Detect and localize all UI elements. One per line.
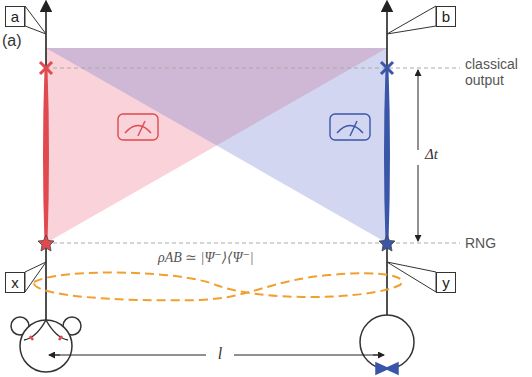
light-cone-b [46,48,387,243]
measurement-right [386,68,389,243]
state-label: ρAB ≃ |Ψ⁻⟩⟨Ψ⁻| [158,250,254,266]
delta-t-label: Δt [425,146,438,163]
worldline-right [386,6,388,335]
rng-star [38,235,54,251]
light-cone-a [46,48,387,243]
rng-star [379,235,395,251]
entanglement-loop [34,273,402,301]
observer-alice [11,317,81,372]
observer-bob [360,315,414,374]
io-box: b [436,6,456,27]
io-box: a [5,6,25,27]
rng-label: RNG [465,235,496,251]
meter-icon [330,114,370,140]
classical-output-label: classical output [465,56,527,88]
io-box: y [436,272,456,293]
box-letter: b [442,9,450,24]
output-cross [381,62,393,74]
box-letter: y [442,275,450,290]
io-box: x [5,272,25,293]
box-letter: a [11,9,19,24]
distance-label: l [218,345,222,363]
meter-icon [118,114,158,140]
io-wedge [25,6,436,292]
measurement-left [45,68,48,243]
worldline-left [45,6,47,335]
box-letter: x [11,275,19,290]
output-cross [40,62,52,74]
panel-label: (a) [2,32,22,50]
